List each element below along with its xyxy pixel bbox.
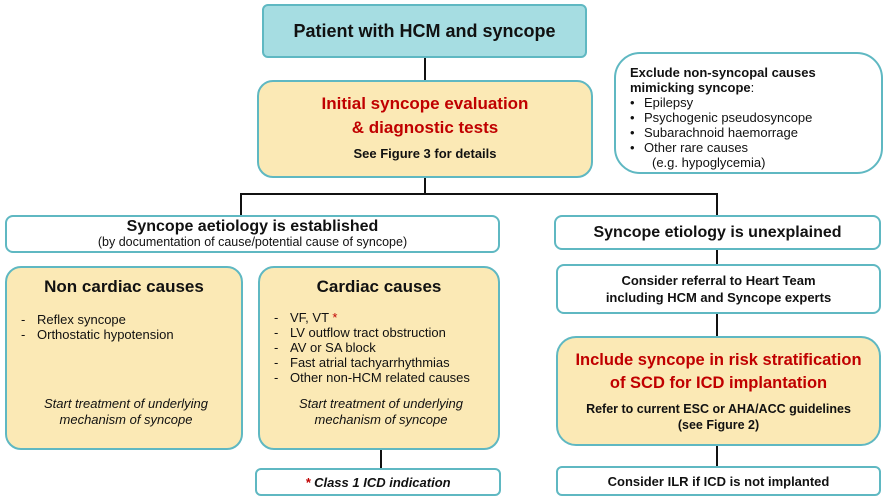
list-item: LV outflow tract obstruction [272, 325, 490, 340]
non-cardiac-box: Non cardiac causes Reflex syncope Orthos… [5, 266, 243, 450]
referral-line1: Consider referral to Heart Team [621, 273, 816, 288]
initial-line2: & diagnostic tests [351, 118, 499, 137]
referral-line2: including HCM and Syncope experts [605, 290, 832, 305]
connector-left-branch [240, 193, 242, 215]
connector-cardiac-to-class1 [380, 450, 382, 468]
list-item: Epilepsy [630, 95, 867, 110]
unexplained-title: Syncope etiology is unexplained [593, 223, 842, 241]
connector-top-to-initial [424, 58, 426, 80]
connector-split-horizontal [240, 193, 718, 195]
list-item: Fast atrial tachyarrhythmias [272, 355, 490, 370]
risk-line2: of SCD for ICD implantation [609, 374, 828, 392]
exclude-heading: Exclude non-syncopal causes mimicking sy… [630, 65, 816, 95]
connector-unexplained-to-referral [716, 250, 718, 264]
list-item: Other rare causes [630, 140, 867, 155]
list-item: Subarachnoid haemorrage [630, 125, 867, 140]
initial-line1: Initial syncope evaluation [321, 94, 529, 113]
list-item: Other non-HCM related causes [272, 370, 490, 385]
referral-box: Consider referral to Heart Team includin… [556, 264, 881, 314]
non-cardiac-note: Start treatment of underlying mechanism … [43, 396, 209, 427]
connector-initial-down [424, 178, 426, 194]
exclude-box: Exclude non-syncopal causes mimicking sy… [614, 52, 883, 174]
ilr-box: Consider ILR if ICD is not implanted [556, 466, 881, 496]
class1-text: * Class 1 ICD indication [305, 474, 451, 490]
cardiac-note: Start treatment of underlying mechanism … [298, 396, 464, 427]
initial-evaluation-box: Initial syncope evaluation & diagnostic … [257, 80, 593, 178]
non-cardiac-title: Non cardiac causes [44, 277, 204, 296]
class1-box: * Class 1 ICD indication [255, 468, 501, 496]
exclude-subnote: (e.g. hypoglycemia) [652, 155, 766, 170]
patient-title: Patient with HCM and syncope [293, 20, 556, 41]
ilr-text: Consider ILR if ICD is not implanted [607, 473, 830, 489]
list-item: VF, VT * [272, 310, 490, 325]
initial-detail: See Figure 3 for details [353, 146, 497, 161]
connector-risk-to-ilr [716, 446, 718, 466]
non-cardiac-list: Reflex syncope Orthostatic hypotension [19, 312, 233, 342]
risk-detail1: Refer to current ESC or AHA/ACC guidelin… [586, 402, 851, 416]
patient-box: Patient with HCM and syncope [262, 4, 587, 58]
risk-stratification-box: Include syncope in risk stratification o… [556, 336, 881, 446]
list-item: Orthostatic hypotension [19, 327, 233, 342]
list-item: Psychogenic pseudosyncope [630, 110, 867, 125]
list-item: Reflex syncope [19, 312, 233, 327]
class1-star-marker: * [332, 310, 338, 325]
risk-line1: Include syncope in risk stratification [575, 351, 862, 369]
cardiac-list: VF, VT * LV outflow tract obstruction AV… [272, 310, 490, 385]
list-item: AV or SA block [272, 340, 490, 355]
cardiac-box: Cardiac causes VF, VT * LV outflow tract… [258, 266, 500, 450]
risk-detail2: (see Figure 2) [677, 418, 760, 432]
established-subtitle: (by documentation of cause/potential cau… [97, 235, 408, 249]
established-title: Syncope aetiology is established [126, 218, 379, 235]
established-box: Syncope aetiology is established (by doc… [5, 215, 500, 253]
cardiac-title: Cardiac causes [316, 277, 442, 296]
unexplained-box: Syncope etiology is unexplained [554, 215, 881, 250]
connector-referral-to-risk [716, 314, 718, 336]
exclude-list: Epilepsy Psychogenic pseudosyncope Subar… [630, 95, 867, 155]
connector-right-branch [716, 193, 718, 215]
